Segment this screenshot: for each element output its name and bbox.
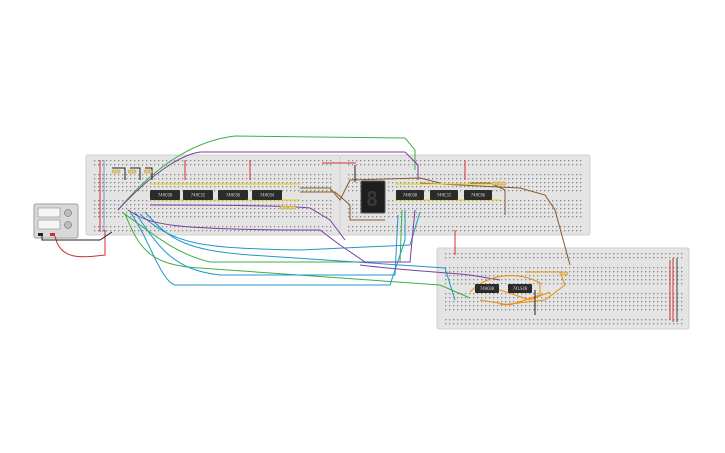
wire-purple-bb3 (359, 264, 501, 281)
wire-brown-4 (470, 182, 506, 215)
psu-negative-terminal[interactable] (38, 233, 43, 236)
ic-chip-label: 74HC32 (191, 193, 206, 198)
ic-chips[interactable]: 74HC08 74HC32 74HC86 74HC04 74HC08 74HC32 74HC… (150, 190, 532, 293)
ic-chip-label: 74HC08 (158, 193, 173, 198)
resistor[interactable] (143, 169, 153, 174)
resistor[interactable] (127, 169, 137, 174)
ic-chip-label: 74HC86 (226, 193, 241, 198)
wire-blue-3 (139, 211, 421, 251)
ic-chip-ic9[interactable]: 74LS48 (508, 284, 532, 293)
ic-chip-ic7[interactable]: 74HC86 (464, 190, 492, 200)
wire-purple-2 (127, 209, 416, 263)
psu-current-display (37, 219, 61, 230)
ic-chip-ic3[interactable]: 74HC86 (218, 190, 248, 200)
wire-black-3 (145, 167, 153, 180)
ic-chip-label: 74LS48 (513, 286, 528, 291)
wire-orange-2 (499, 271, 566, 306)
ic-chip-label: 74HC32 (437, 193, 452, 198)
psu-voltage-knob[interactable] (64, 209, 72, 217)
ic-chip-label: 74HC86 (471, 193, 486, 198)
ic-chip-ic6[interactable]: 74HC32 (430, 190, 458, 200)
ic-chip-label: 74HC04 (260, 193, 275, 198)
resistor[interactable] (559, 271, 569, 276)
resistor[interactable] (111, 169, 121, 174)
wire-purple-3 (149, 204, 346, 241)
wire-brown-1 (300, 177, 441, 201)
power-supply[interactable] (33, 203, 79, 239)
ic-chip-label: 74HC08 (403, 193, 418, 198)
wire-blue-2 (134, 211, 399, 276)
wire-black-psu (41, 231, 113, 241)
ic-chip-ic1[interactable]: 74HC08 (150, 190, 180, 200)
breadboard-3[interactable] (436, 247, 690, 330)
wire-green-bb3 (124, 213, 471, 299)
resistor[interactable] (497, 181, 507, 186)
wire-black-2 (130, 167, 141, 180)
wire-brown-2 (300, 191, 385, 221)
psu-current-knob[interactable] (64, 221, 72, 229)
wire-purple-top (117, 151, 419, 211)
ic-chip-ic2[interactable]: 74HC32 (183, 190, 213, 200)
ic-chip-ic8[interactable]: 74HC08 (475, 284, 499, 293)
psu-positive-terminal[interactable] (50, 233, 55, 236)
wire-brown-3 (419, 182, 571, 266)
ic-chip-ic5[interactable]: 74HC08 (396, 190, 424, 200)
resistor[interactable] (287, 205, 297, 210)
resistors[interactable] (111, 169, 569, 276)
ic-chip-ic4[interactable]: 74HC04 (252, 190, 282, 200)
resistor[interactable] (279, 205, 289, 210)
wire-red-psu (54, 230, 106, 258)
seven-segment-digit: 8 (366, 187, 378, 211)
seven-segment-display[interactable]: 8 (360, 180, 386, 214)
wire-blue-1 (129, 210, 406, 286)
wire-black-1 (112, 167, 126, 180)
ic-chip-label: 74HC08 (480, 286, 495, 291)
psu-voltage-display (37, 207, 61, 218)
wire-green-top (117, 135, 416, 211)
